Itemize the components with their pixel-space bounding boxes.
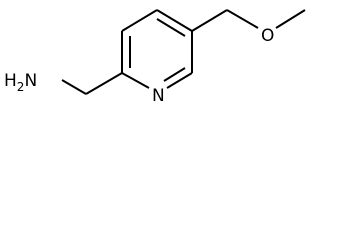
amine-subscript: 2	[17, 80, 25, 94]
bond-n1-c2	[121, 72, 150, 89]
bond-ch2-o	[226, 9, 259, 29]
ring-nitrogen-label: N	[152, 86, 165, 106]
bond-c2-ch2	[85, 72, 123, 95]
bond-c6-n1-inner	[163, 67, 186, 82]
ether-oxygen-label: O	[261, 26, 274, 46]
bond-ch2-nh2	[61, 79, 87, 95]
amine-n: N	[24, 71, 37, 91]
amine-h: H	[4, 71, 17, 91]
amine-label: H2N	[4, 71, 37, 94]
bond-c6-n1	[166, 72, 193, 89]
chemical-structure: H2N N O	[4, 9, 306, 106]
bond-c5-ch2	[191, 9, 228, 32]
bond-c4-c5	[156, 9, 193, 32]
bond-c4-c5-inner	[156, 18, 186, 37]
bond-o-ch3	[275, 9, 306, 29]
bond-c3-c4	[121, 9, 158, 32]
bonds	[61, 9, 306, 95]
